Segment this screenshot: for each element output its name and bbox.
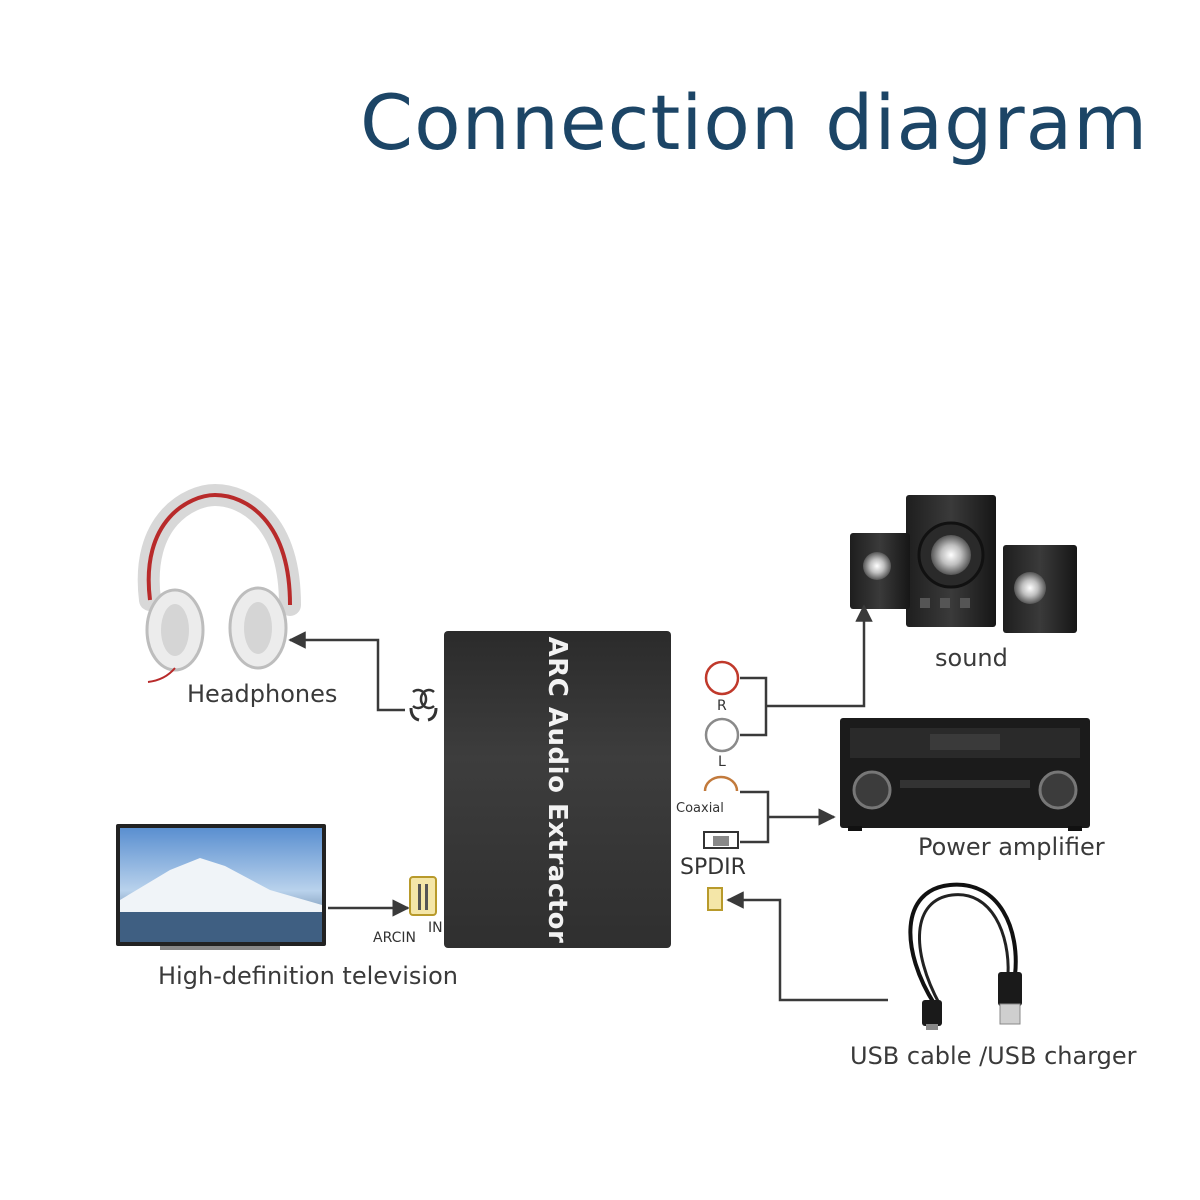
line-usb: [726, 891, 888, 1002]
arc-in-label: ARCIN: [373, 930, 416, 946]
device-label: ARC Audio Extractor: [542, 636, 572, 944]
headphones-image: [137, 483, 301, 683]
port-coaxial: [703, 775, 739, 792]
television-label: High-definition television: [158, 962, 458, 990]
power-amplifier-label: Power amplifier: [918, 833, 1105, 861]
port-rca-left: [704, 717, 740, 753]
l-label: L: [718, 754, 726, 770]
sound-system-image: [850, 495, 1077, 633]
port-rca-right: [704, 660, 740, 696]
spdif-label: SPDIR: [680, 855, 746, 880]
usb-label: USB cable /USB charger: [850, 1042, 1137, 1070]
line-digital-bracket: [740, 790, 770, 844]
arc-audio-extractor-device: [444, 631, 671, 948]
coaxial-label: Coaxial: [676, 801, 724, 816]
usb-cable-image: [908, 882, 1022, 1030]
port-headphone-jack: [409, 688, 438, 722]
in-label: IN: [428, 920, 443, 936]
television-image: [116, 824, 326, 950]
port-spdif-optical: [703, 831, 739, 849]
page-title: Connection diagram: [360, 78, 1149, 167]
power-amplifier-image: [840, 718, 1090, 831]
headphones-label: Headphones: [187, 680, 338, 708]
connection-lines: [288, 604, 888, 1002]
line-sound: [766, 604, 873, 708]
r-label: R: [717, 698, 727, 714]
port-usb-power: [707, 887, 723, 911]
line-headphones: [288, 631, 405, 712]
port-hdmi-arc: [409, 876, 437, 916]
line-rca-bracket: [740, 676, 768, 737]
sound-label: sound: [935, 644, 1008, 672]
